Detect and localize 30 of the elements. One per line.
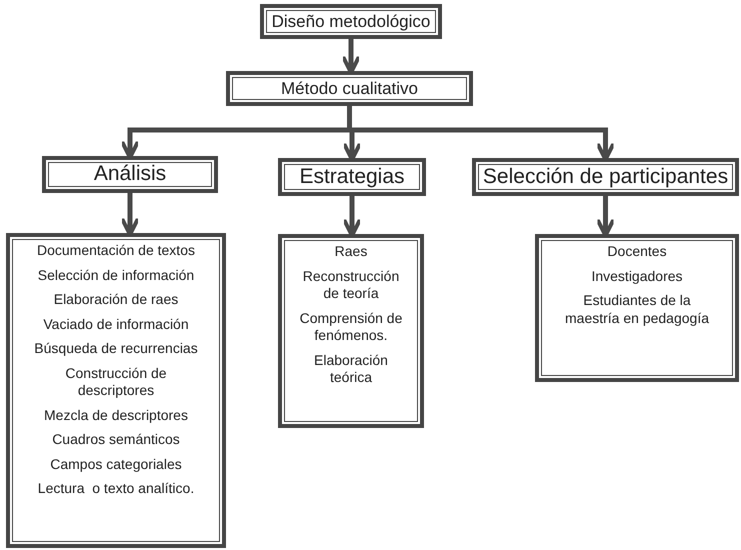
title-box <box>472 158 739 196</box>
list-item: Investigadores <box>591 268 683 285</box>
box-title: Diseño metodológico <box>272 10 430 32</box>
list-item: Reconstrucción de teoría <box>302 268 400 302</box>
list-item: Documentación de textos <box>37 242 195 260</box>
title-box <box>260 4 442 39</box>
title-box <box>226 71 473 106</box>
list-item: Raes <box>334 243 368 260</box>
list-item: Lectura o texto analítico. <box>38 480 194 498</box>
list-item: Selección de información <box>38 266 194 284</box>
list-box <box>6 233 226 548</box>
title-box <box>42 156 218 193</box>
list-item: Vaciado de información <box>43 316 189 333</box>
list-item: Docentes <box>607 243 667 260</box>
box-title: Método cualitativo <box>280 78 418 100</box>
list-item: Mezcla de descriptores <box>44 406 188 424</box>
list-item: Búsqueda de recurrencias <box>34 340 198 358</box>
list-item: Campos categoriales <box>50 456 182 473</box>
list-item: Elaboración de raes <box>54 291 178 308</box>
list-item: Estudiantes de la maestría en pedagogía <box>564 292 710 327</box>
list-item: Comprensión de fenómenos. <box>298 310 404 344</box>
title-box <box>278 158 426 196</box>
list-item: Cuadros semánticos <box>52 431 180 448</box>
list-box <box>535 234 739 382</box>
box-title: Estrategias <box>299 164 405 190</box>
list-box <box>278 234 424 428</box>
list-item: Elaboración teórica <box>313 352 389 386</box>
list-item: Construcción de descriptores <box>64 364 168 400</box>
box-title: Selección de participantes <box>482 164 728 190</box>
box-title: Análisis <box>94 161 166 188</box>
